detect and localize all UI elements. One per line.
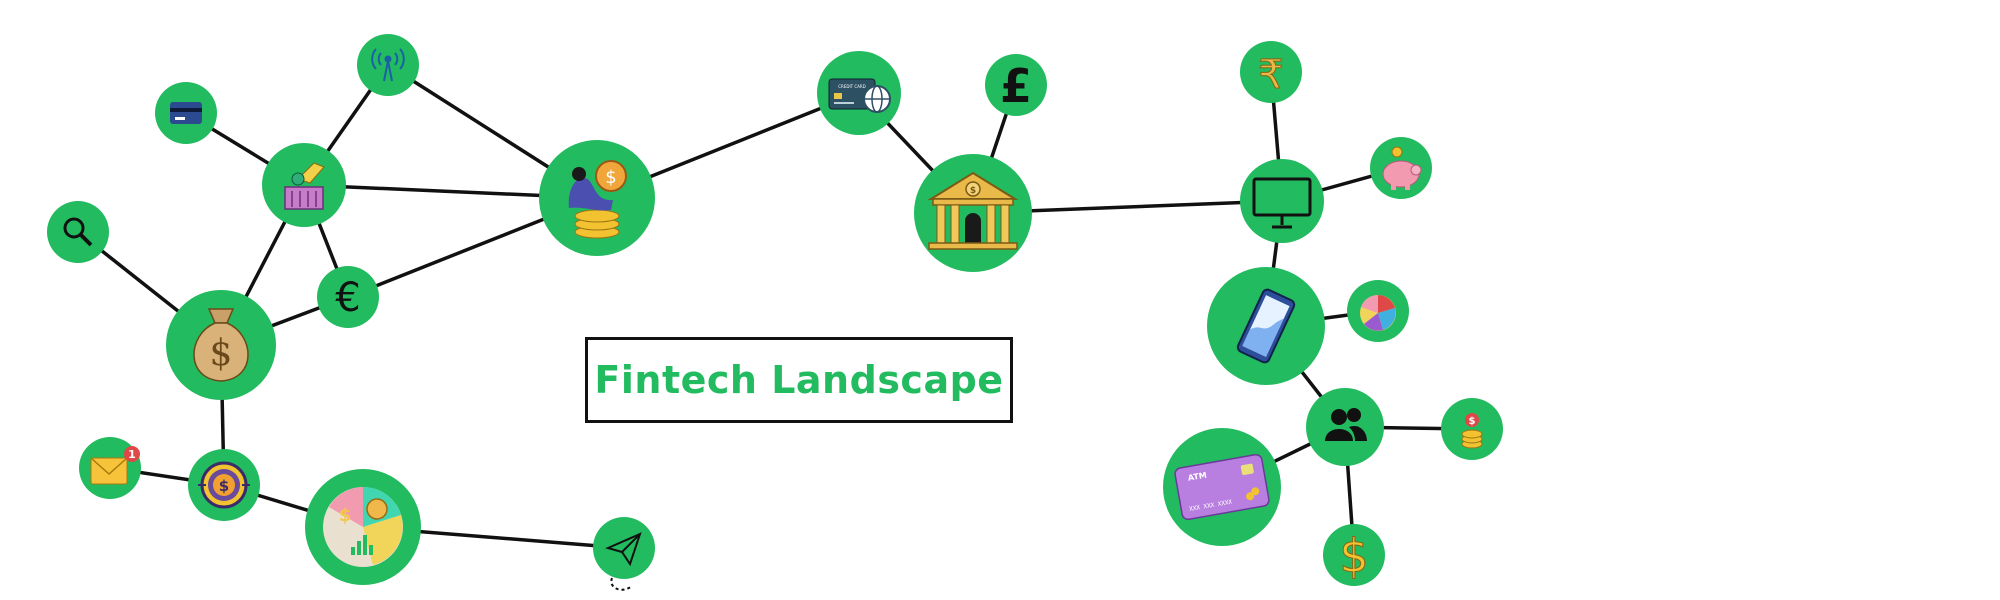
users-icon: [1325, 408, 1367, 441]
atm-card-icon: ATM XXX XXX XXXX: [1174, 453, 1270, 521]
node-creditcard-globe: CREDIT CARD: [817, 51, 901, 135]
node-atm: ATM XXX XXX XXXX: [1163, 428, 1281, 546]
title-box: Fintech Landscape: [585, 337, 1013, 423]
person-with-coin-icon: $: [568, 160, 627, 239]
node-piggy: [1370, 137, 1432, 199]
piggy-bank-icon: [1382, 146, 1422, 190]
magnifier-icon: [63, 217, 93, 247]
svg-text:CREDIT CARD: CREDIT CARD: [838, 84, 865, 89]
svg-text:$: $: [970, 186, 976, 196]
node-piechart: $: [305, 469, 421, 585]
node-circle: [1441, 398, 1503, 460]
node-circle: [317, 266, 379, 328]
pie-chart-icon: [1360, 294, 1396, 331]
node-search: [47, 201, 109, 263]
credit-card-globe-icon: CREDIT CARD: [828, 78, 891, 113]
rupee-icon: ₹: [1258, 52, 1283, 98]
node-target: $: [188, 449, 260, 521]
node-users: [1306, 388, 1384, 466]
svg-text:$: $: [210, 333, 233, 374]
svg-text:$: $: [339, 505, 352, 526]
page-title: Fintech Landscape: [594, 358, 1004, 402]
smartphone-icon: [1236, 288, 1296, 364]
node-circle: [262, 143, 346, 227]
node-circle: [1306, 388, 1384, 466]
node-circle: [47, 201, 109, 263]
node-circle: [1323, 524, 1385, 586]
node-dollar: $: [1323, 524, 1385, 586]
node-donate: [262, 143, 346, 227]
euro-icon: €: [335, 275, 360, 321]
monitor-icon: [1252, 177, 1312, 229]
node-circle: [985, 54, 1047, 116]
node-phone: [1207, 267, 1325, 385]
node-paperplane: [593, 517, 655, 591]
node-euro: €: [317, 266, 379, 328]
svg-text:$: $: [219, 477, 229, 495]
finance-pie-chart-icon: $: [323, 487, 403, 567]
node-bank: $: [914, 154, 1032, 272]
bank-building-icon: $: [927, 171, 1019, 250]
node-moneybag: $: [166, 290, 276, 400]
node-rupee: ₹: [1240, 41, 1302, 103]
antenna-icon: [371, 48, 405, 82]
node-antenna: [357, 34, 419, 96]
node-monitor: [1240, 159, 1324, 243]
svg-text:ATM: ATM: [1187, 471, 1207, 483]
coins-icon: $: [1461, 413, 1483, 449]
mail-notification-icon: 1: [90, 446, 140, 485]
svg-text:$: $: [1469, 416, 1476, 427]
node-person-coin: $: [539, 140, 655, 256]
node-card-small: [155, 82, 217, 144]
node-circle: [1240, 41, 1302, 103]
node-pie-small: [1347, 280, 1409, 342]
dollar-icon: $: [1339, 529, 1368, 583]
credit-card-icon: [170, 102, 202, 124]
svg-text:$: $: [605, 167, 616, 188]
node-mail: 1: [79, 437, 141, 499]
money-bag-icon: $: [193, 308, 249, 382]
node-coins: $: [1441, 398, 1503, 460]
pound-icon: £: [1000, 59, 1032, 113]
svg-text:1: 1: [128, 448, 136, 461]
target-dollar-icon: $: [198, 461, 250, 509]
node-circle: [593, 517, 655, 579]
node-pound: £: [985, 54, 1047, 116]
paper-plane-icon: [605, 532, 642, 591]
donation-box-icon: [284, 162, 325, 210]
